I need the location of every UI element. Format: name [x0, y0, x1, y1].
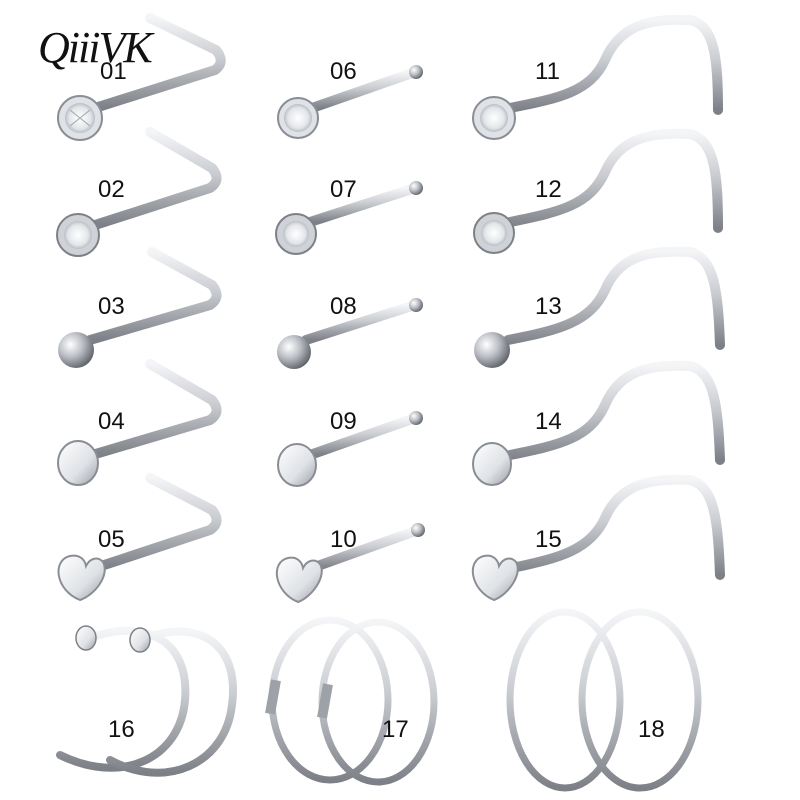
nose-stud-l-shape-03: [58, 247, 222, 368]
nose-stud-l-shape-04: [57, 359, 222, 486]
product-label: 18: [638, 716, 665, 743]
nose-hoop-17: [265, 616, 438, 786]
product-label: 03: [98, 293, 125, 320]
product-label: 01: [100, 58, 127, 85]
product-label: 12: [535, 176, 562, 203]
nose-stud-bone-10: [275, 523, 425, 604]
nose-stud-bone-07: [275, 181, 423, 255]
product-label: 06: [330, 58, 357, 85]
brand-logo: QiiiVK: [24, 18, 194, 98]
nose-stud-l-shape-05: [57, 473, 222, 602]
product-label: 05: [98, 526, 125, 553]
nose-stud-l-shape-02: [56, 127, 222, 257]
nose-stud-screw-12: [473, 128, 723, 254]
nose-stud-screw-14: [472, 360, 725, 486]
nose-stud-screw-15: [471, 474, 725, 602]
product-label: 11: [535, 58, 560, 85]
product-label: 10: [330, 526, 357, 553]
product-label: 16: [108, 716, 135, 743]
nose-stud-l-shape-01: [57, 13, 226, 141]
product-label: 09: [330, 408, 357, 435]
product-label: 08: [330, 293, 357, 320]
product-label: 13: [535, 293, 562, 320]
nose-stud-bone-06: [277, 65, 423, 139]
product-label: 17: [382, 716, 409, 743]
nose-stud-bone-08: [277, 298, 423, 369]
product-label: 07: [330, 176, 357, 203]
nose-hoop-c-shape-16: [56, 625, 238, 777]
product-label: 02: [98, 176, 125, 203]
product-label: 14: [535, 408, 562, 435]
nose-hoop-18: [506, 608, 702, 792]
product-label: 04: [98, 408, 125, 435]
nose-stud-bone-09: [277, 411, 423, 487]
nose-stud-screw-13: [474, 246, 725, 368]
nose-stud-screw-11: [472, 14, 723, 140]
product-label: 15: [535, 526, 562, 553]
brand-logo-text: QiiiVK: [38, 23, 153, 72]
